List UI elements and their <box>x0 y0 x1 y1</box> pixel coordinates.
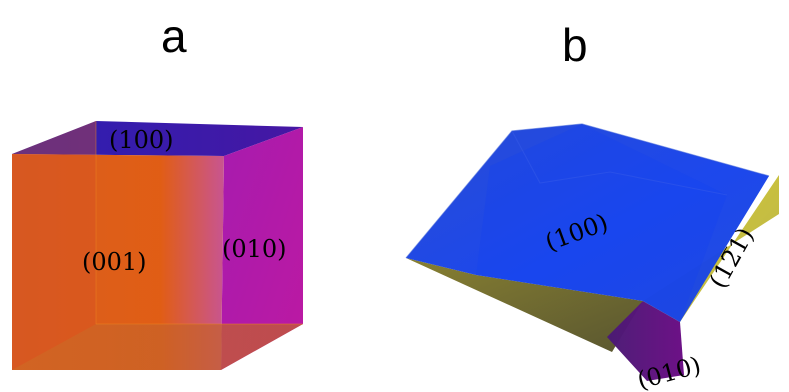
cube-inner-left-face <box>12 121 96 370</box>
plate-inner-edges <box>511 130 728 196</box>
panel-b: b (100) (12̅1) (010) <box>405 19 779 392</box>
cube-top-face <box>12 121 303 156</box>
plate-top-inner-hexagon <box>476 124 727 322</box>
panel-a-label: a <box>161 10 187 62</box>
cube-right-face-label: (010) <box>222 235 287 263</box>
cube-front-face-label: (001) <box>82 248 147 276</box>
plate-top-face <box>406 124 769 322</box>
plate-left-side-face <box>406 258 643 352</box>
plate-top-edges <box>405 123 770 259</box>
panel-b-label: b <box>562 19 588 71</box>
plate-crystal: (100) (12̅1) (010) <box>405 123 779 392</box>
cube-top-face-label: (100) <box>109 126 174 154</box>
plate-tip-face <box>607 301 684 381</box>
cube-crystal: (100) (001) (010) <box>12 121 303 370</box>
cube-right-face <box>221 127 303 370</box>
panel-a: a (100) (001) (010) <box>12 10 303 370</box>
cube-inner-bottom-face <box>12 324 303 370</box>
cube-front-face <box>12 154 224 370</box>
